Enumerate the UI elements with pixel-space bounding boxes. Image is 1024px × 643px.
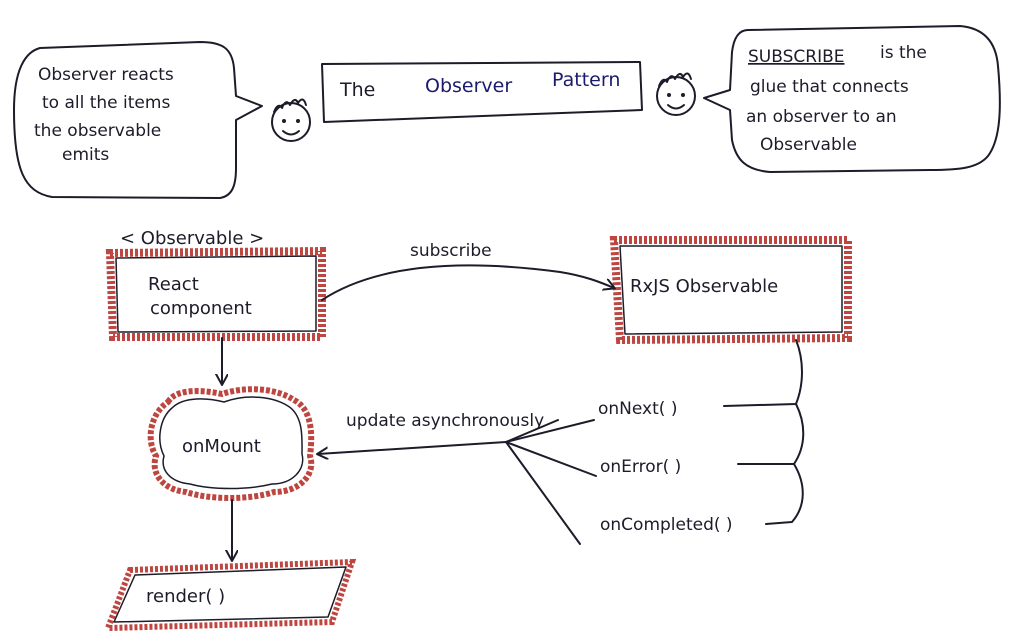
- right-bubble-line-4: Observable: [760, 135, 857, 155]
- render-box: render( ): [103, 558, 357, 632]
- callback-onerror: onError( ): [600, 457, 681, 477]
- onmount-cloud: onMount: [147, 386, 315, 501]
- rxjs-observable-label: RxJS Observable: [630, 276, 778, 297]
- observable-tag: < Observable >: [120, 228, 264, 249]
- right-speech-bubble: SUBSCRIBE is the glue that connects an o…: [703, 25, 1001, 173]
- subscribe-label: subscribe: [410, 241, 492, 261]
- left-bubble-line-4: emits: [62, 145, 109, 165]
- subscribe-arrow: subscribe: [321, 241, 614, 301]
- left-speech-bubble: Observer reacts to all the items the obs…: [13, 41, 263, 199]
- update-async-label: update asynchronously: [346, 411, 544, 431]
- callback-onnext: onNext( ): [598, 399, 677, 419]
- right-bubble-line-1-rest: is the: [880, 43, 927, 63]
- right-bubble-line-3: an observer to an: [746, 107, 897, 127]
- right-bubble-subscribe: SUBSCRIBE: [748, 47, 845, 67]
- smiley-face-icon-right: [656, 72, 696, 116]
- title-pattern: Pattern: [552, 69, 620, 91]
- title-the: The: [339, 79, 375, 101]
- left-bubble-line-1: Observer reacts: [38, 65, 174, 85]
- title-observer: Observer: [425, 75, 512, 97]
- rxjs-observable-box: RxJS Observable: [609, 236, 852, 345]
- onmount-label: onMount: [182, 436, 261, 457]
- render-label: render( ): [146, 586, 225, 607]
- left-bubble-line-3: the observable: [34, 121, 161, 141]
- callbacks-group: onNext( ) onError( ) onCompleted( ): [505, 339, 805, 545]
- smiley-face-icon-left: [271, 98, 311, 142]
- update-async-arrow: update asynchronously: [318, 411, 544, 454]
- react-component-line-2: component: [150, 298, 252, 319]
- right-bubble-line-2: glue that connects: [750, 77, 909, 97]
- react-component-box: React component: [105, 246, 326, 341]
- callback-oncompleted: onCompleted( ): [600, 515, 733, 535]
- left-bubble-line-2: to all the items: [42, 93, 170, 113]
- title-box: The Observer Pattern: [321, 61, 643, 123]
- react-component-line-1: React: [148, 274, 199, 295]
